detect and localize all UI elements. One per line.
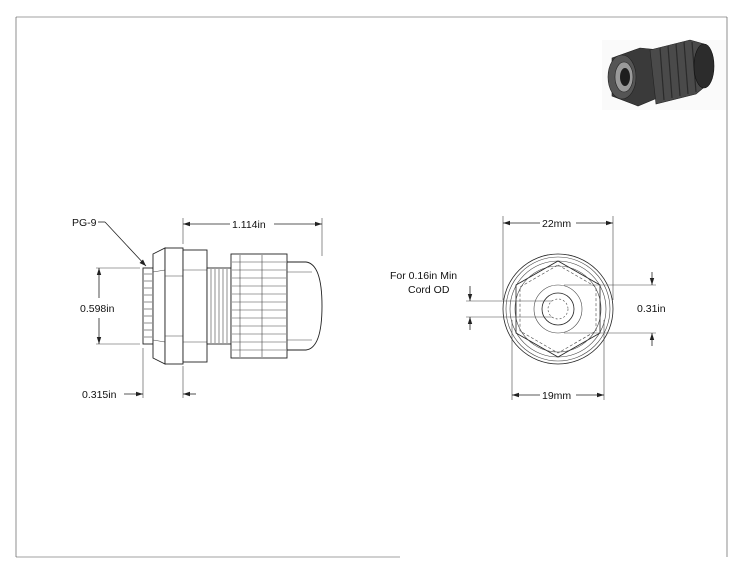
outer-diameter-label: 22mm [542,218,571,230]
thread-label: PG-9 [72,217,97,229]
front-view-dimensions [466,216,656,400]
side-view-dimensions [96,218,323,398]
front-view [502,253,614,365]
sheet-border [15,16,728,558]
side-view [142,247,323,365]
overall-length-label: 1.114in [232,219,266,231]
min-cord-note-line2: Cord OD [408,284,450,296]
max-cord-label: 0.31in [637,303,666,315]
thread-length-label: 0.315in [82,389,117,401]
isometric-view [602,39,726,110]
hex-width-label: 19mm [542,390,571,402]
min-cord-note-line1: For 0.16in Min [390,270,457,282]
thread-diameter-label: 0.598in [80,303,115,315]
